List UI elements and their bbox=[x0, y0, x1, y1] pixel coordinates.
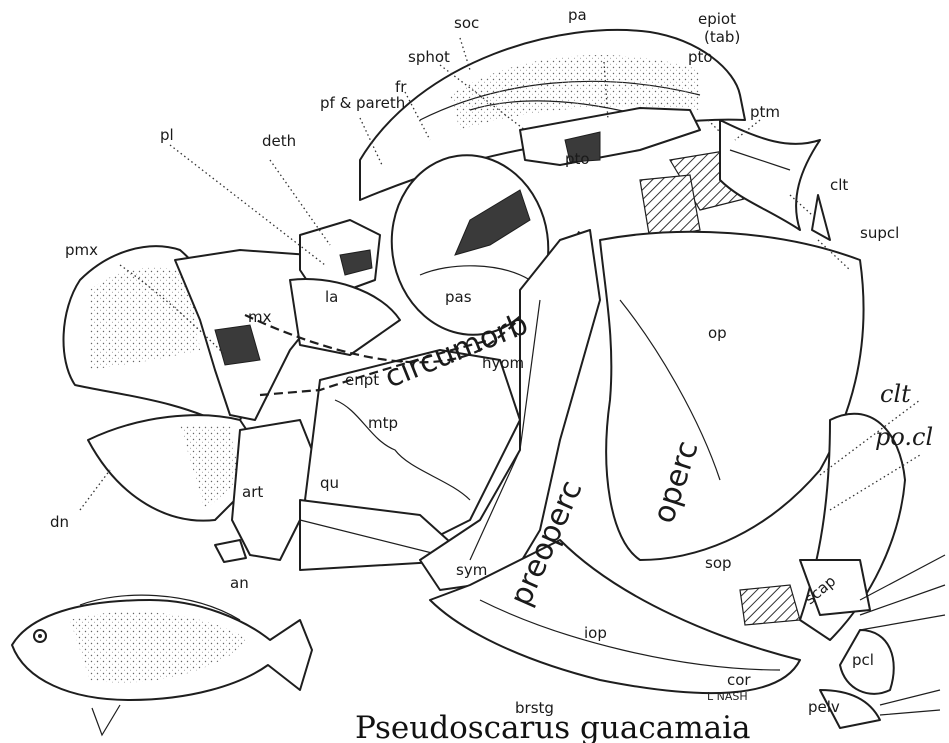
fish-inset-illustration bbox=[12, 595, 312, 735]
label-po-cl: po.cl bbox=[875, 423, 933, 451]
artist-signature: L NASH bbox=[707, 690, 748, 703]
label-pa: pa bbox=[568, 6, 587, 24]
label-pto-top: pto bbox=[688, 48, 713, 66]
figure-caption: Pseudoscarus guacamaia bbox=[355, 710, 750, 743]
label-soc: soc bbox=[454, 14, 479, 32]
label-hyom: hyom bbox=[482, 354, 524, 372]
label-clt-top: clt bbox=[830, 176, 848, 194]
label-la: la bbox=[325, 288, 338, 306]
label-art: art bbox=[242, 483, 263, 501]
label-pl: pl bbox=[160, 126, 174, 144]
label-qu: qu bbox=[320, 474, 339, 492]
label-sym: sym bbox=[456, 561, 487, 579]
label-sop: sop bbox=[705, 554, 732, 572]
label-op: op bbox=[708, 324, 727, 342]
label-sphot: sphot bbox=[408, 48, 450, 66]
label-pelv: pelv bbox=[808, 698, 840, 716]
label-dn: dn bbox=[50, 513, 69, 531]
lower-jaw bbox=[88, 415, 320, 562]
label-pto-mid: pto bbox=[565, 150, 590, 168]
label-deth: deth bbox=[262, 132, 296, 150]
label-an: an bbox=[230, 574, 249, 592]
label-tab: (tab) bbox=[704, 28, 740, 46]
label-pas: pas bbox=[445, 288, 472, 306]
label-ptm: ptm bbox=[750, 103, 780, 121]
label-iop: iop bbox=[584, 624, 607, 642]
pectoral-fin-area bbox=[740, 555, 945, 728]
label-mx: mx bbox=[248, 308, 272, 326]
label-pf-pareth: pf & pareth bbox=[320, 94, 405, 112]
label-clt-right: clt bbox=[880, 380, 911, 408]
label-pcl: pcl bbox=[852, 651, 874, 669]
label-supcl: supcl bbox=[860, 224, 899, 242]
label-enpt: enpt bbox=[345, 371, 379, 389]
label-cor: cor bbox=[727, 671, 751, 689]
pectoral-girdle-upper bbox=[720, 120, 830, 240]
label-epiot: epiot bbox=[698, 10, 736, 28]
label-mtp: mtp bbox=[368, 414, 398, 432]
label-pmx: pmx bbox=[65, 241, 98, 259]
